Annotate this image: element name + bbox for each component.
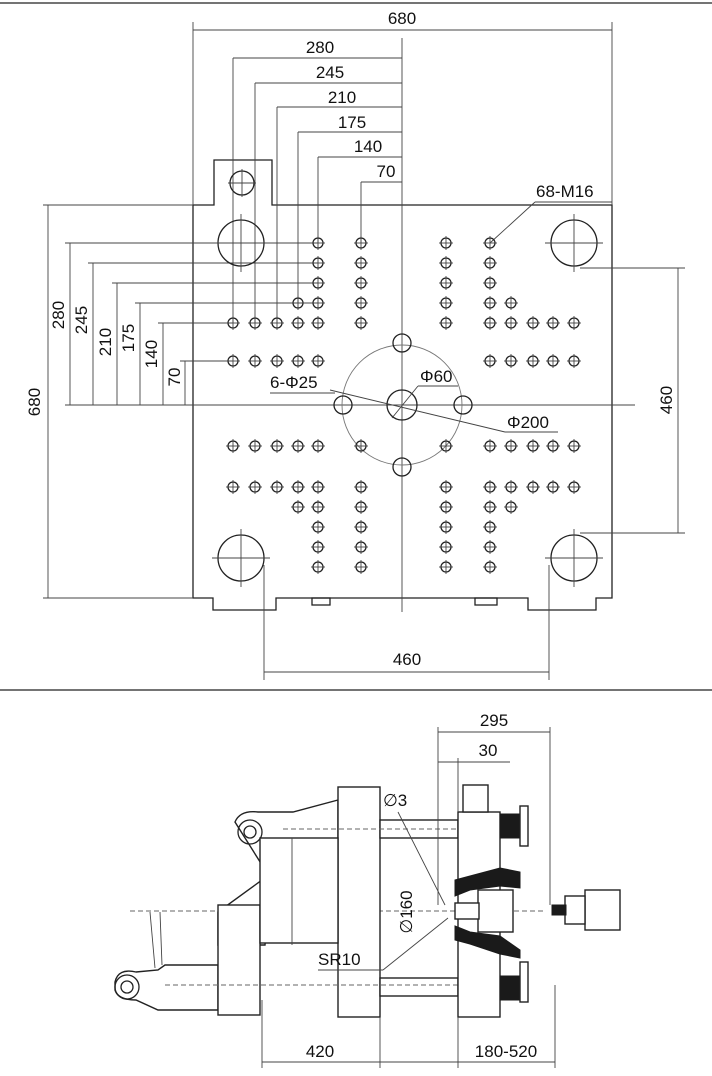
- upper-pivot-pin: [237, 819, 263, 845]
- col-dim-140: 140: [354, 137, 382, 156]
- locating-ring: Φ60 Φ200 6-Φ25: [270, 333, 558, 477]
- bolt-hole-label: 68-M16: [536, 182, 594, 201]
- nozzle-tip: [454, 902, 480, 920]
- overall-width-dimension: 680: [192, 9, 613, 205]
- center-hole-label: Φ60: [420, 367, 452, 386]
- cyl-flange-lower: [519, 961, 529, 1003]
- locating-ring-label: Φ200: [507, 413, 549, 432]
- hydraulic-cyl-upper: [499, 813, 523, 839]
- nozzle-block: [477, 889, 514, 933]
- overall-height-dimension: 680: [25, 204, 193, 599]
- row-dim-175: 175: [119, 324, 138, 352]
- top-cylinder: [462, 784, 489, 813]
- tiebar-holes: [212, 169, 603, 587]
- col-dim-245: 245: [316, 63, 344, 82]
- tiebar-spacing-v-label: 460: [657, 386, 676, 414]
- tiebar-spacing-vertical: 460: [580, 267, 685, 534]
- lower-pivot-pin: [114, 974, 140, 1000]
- column-dimensions: 280 245 210 175 140 70: [232, 38, 402, 323]
- nozzle-seat-lower: [454, 925, 521, 959]
- cyl-flange-upper: [519, 805, 529, 847]
- ejector-hole-bottom: [392, 457, 412, 477]
- overall-height-label: 680: [25, 388, 44, 416]
- ejector-hole-top: [392, 333, 412, 353]
- row-dim-245: 245: [72, 306, 91, 334]
- clamp-side-view: 295 30 ∅3 ∅160 SR10 420 180-520: [114, 711, 621, 1068]
- locating-ring-circle: [341, 344, 463, 466]
- col-dim-175: 175: [338, 113, 366, 132]
- mold-open-label: 420: [306, 1042, 334, 1061]
- crosshead-block: [337, 786, 381, 1018]
- nozzle-seat-upper: [454, 867, 521, 897]
- injection-nozzle-tip: [551, 904, 567, 916]
- ejector-hole-left: [333, 395, 353, 415]
- center-nozzle-hole: [386, 389, 418, 421]
- row-dim-210: 210: [96, 328, 115, 356]
- injection-nozzle-body: [564, 895, 586, 925]
- injection-barrel: [584, 889, 621, 931]
- bottom-lug-right: [474, 597, 498, 606]
- col-dim-70: 70: [377, 162, 396, 181]
- ejector-holes-label: 6-Φ25: [270, 373, 318, 392]
- row-dimensions: 280 245 210 175 140 70: [49, 242, 318, 405]
- bolt-hole-callout: 68-M16: [489, 182, 612, 244]
- overall-width-label: 680: [388, 9, 416, 28]
- stroke-label: 295: [480, 711, 508, 730]
- row-dim-280: 280: [49, 301, 68, 329]
- rear-block: [217, 904, 261, 1016]
- tiebar-spacing-h-label: 460: [393, 650, 421, 669]
- mounting-bolt-holes: [226, 236, 581, 574]
- ring-diameter-label: ∅160: [397, 890, 416, 933]
- toggle-link-lower: [114, 964, 219, 1011]
- col-dim-280: 280: [306, 38, 334, 57]
- platen-front-view: 680 280 245 210 175 140 70: [0, 2, 712, 691]
- bottom-lug-left: [311, 597, 331, 606]
- platen-outline: [192, 159, 613, 611]
- tiebar-spacing-horizontal: 460: [263, 565, 550, 680]
- stroke-dimension: 295 30: [437, 711, 551, 905]
- row-dim-140: 140: [142, 340, 161, 368]
- nozzle-radius-label: SR10: [318, 950, 361, 969]
- nozzle-offset-label: 30: [479, 741, 498, 760]
- hydraulic-cyl-lower: [499, 975, 523, 1001]
- tiebar-lower: [379, 977, 459, 997]
- mold-thickness-label: 180-520: [475, 1042, 537, 1061]
- ejector-hole-right: [453, 395, 473, 415]
- nozzle-hole-label: ∅3: [383, 791, 407, 810]
- moving-platen-frame: [259, 837, 339, 944]
- col-dim-210: 210: [328, 88, 356, 107]
- row-dim-70: 70: [165, 368, 184, 387]
